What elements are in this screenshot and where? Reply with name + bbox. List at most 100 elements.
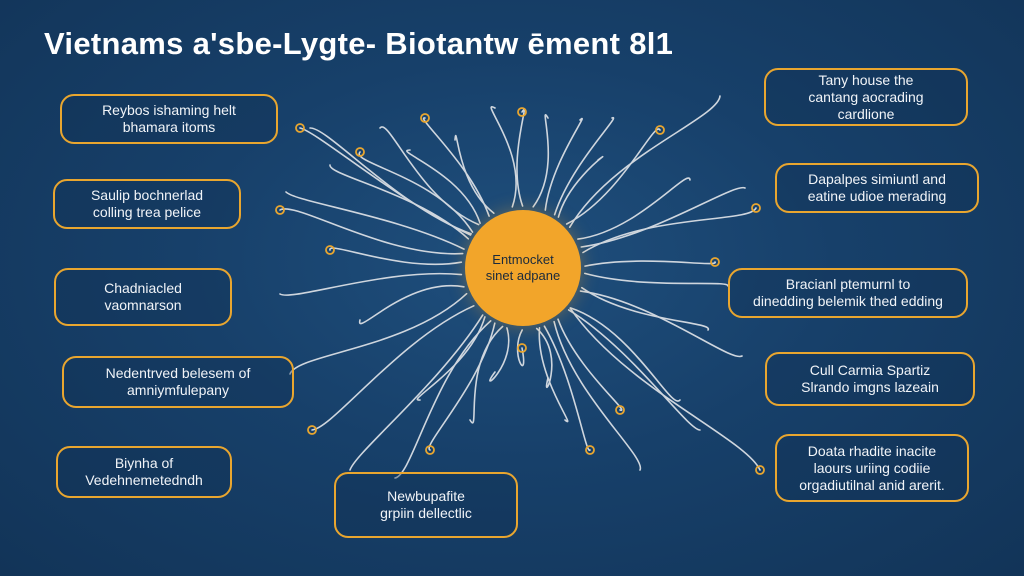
connector-wire — [553, 117, 615, 216]
wire-endpoint-dot — [275, 205, 285, 215]
node-label-line: bhamara itoms — [122, 119, 216, 135]
connector-wire — [329, 247, 463, 266]
node-label: Tany house the cantang aocrading cardlio… — [808, 72, 923, 123]
node-label-line: Doata rhadite inacite — [807, 442, 937, 459]
node-box-left-2: Saulip bochnerlad colling trea pelice — [53, 179, 241, 229]
node-label: Cull Carmia Spartiz Slrando imgns lazeai… — [801, 362, 939, 396]
diagram-title: Vietnams a'sbe-Lygte- Biotantw ēment 8l1 — [44, 26, 674, 61]
node-label: Newbupafite grpiin dellectlic — [380, 488, 472, 522]
hub-label-line: Entmocket — [492, 252, 554, 267]
node-label-line: vaomnarson — [104, 297, 182, 313]
connector-wire — [535, 327, 553, 388]
connector-wire — [568, 95, 721, 228]
node-label: Reybos ishaming helt bhamara itoms — [102, 102, 236, 136]
node-label-line: Newbupafite — [387, 488, 465, 504]
wire-endpoint-dot — [615, 405, 625, 415]
node-label-line: Biynha of — [114, 455, 174, 471]
connector-wire — [557, 318, 623, 411]
node-label: Saulip bochnerlad colling trea pelice — [91, 187, 203, 221]
connector-wire — [428, 322, 496, 451]
connector-wire — [299, 127, 472, 236]
connector-wire — [394, 320, 492, 479]
node-label-line: Dapalpes simiuntl and — [808, 171, 946, 187]
wire-endpoint-dot — [755, 465, 765, 475]
connector-wire — [557, 155, 604, 218]
central-hub: Entmocket sinet adpane — [465, 210, 581, 326]
node-box-right-4: Cull Carmia Spartiz Slrando imgns lazeai… — [765, 352, 975, 406]
connector-wire — [516, 108, 526, 207]
connector-wire — [584, 272, 729, 287]
node-label: Chadniacled vaomnarson — [104, 280, 182, 314]
node-label: Dapalpes simiuntl and eatine udioe merad… — [808, 171, 947, 205]
node-label-line: dinedding belemik thed edding — [753, 293, 943, 309]
wire-endpoint-dot — [420, 113, 430, 123]
node-label-line: Slrando imgns lazeain — [801, 379, 939, 395]
connector-wire — [543, 325, 591, 451]
connector-wire — [567, 309, 701, 431]
wire-endpoint-dot — [355, 147, 365, 157]
connector-wire — [422, 117, 490, 217]
node-label-line: Bracianl ptemurnl to — [785, 276, 911, 292]
node-label: Biynha of Vedehnemetedndh — [85, 455, 203, 489]
node-box-left-4: Nedentrved belesem of amniymfulepany — [62, 356, 294, 408]
wire-endpoint-dot — [655, 125, 665, 135]
connector-wire — [379, 126, 480, 226]
wire-endpoint-dot — [325, 245, 335, 255]
node-box-right-2: Dapalpes simiuntl and eatine udioe merad… — [775, 163, 979, 213]
node-label-line: Cull Carmia Spartiz — [809, 362, 931, 378]
wire-endpoint-dot — [751, 203, 761, 213]
node-label-line: Tany house the — [818, 71, 914, 88]
connector-wire — [553, 320, 642, 471]
connector-wire — [582, 207, 757, 254]
node-label-line: Nedentrved belesem of — [105, 365, 251, 381]
node-label-line: orgadiutilnal anid arerit. — [799, 476, 945, 493]
connector-wire — [490, 105, 517, 208]
node-label-line: Saulip bochnerlad — [90, 187, 204, 203]
node-label-line: colling trea pelice — [92, 204, 202, 220]
node-label-line: amniymfulepany — [127, 382, 229, 398]
node-label: Nedentrved belesem of amniymfulepany — [106, 365, 251, 399]
connector-wire — [279, 272, 463, 296]
connector-wire — [358, 151, 474, 233]
connector-wire — [580, 186, 746, 248]
wire-endpoint-dot — [710, 257, 720, 267]
connector-wire — [469, 325, 504, 424]
node-box-right-1: Tany house the cantang aocrading cardlio… — [764, 68, 968, 126]
node-label-line: Vedehnemetedndh — [85, 472, 203, 488]
node-label-line: eatine udioe merading — [807, 188, 947, 204]
hub-label-line: sinet adpane — [485, 268, 561, 283]
wire-endpoint-dot — [517, 107, 527, 117]
connector-wire — [309, 127, 472, 235]
connector-wire — [516, 329, 525, 367]
node-box-left-3: Chadniacled vaomnarson — [54, 268, 232, 326]
connector-wire — [584, 260, 716, 267]
connector-wire — [577, 177, 691, 240]
hub-label: Entmocket sinet adpane — [473, 252, 573, 284]
connector-wire — [581, 286, 709, 331]
connector-wire — [406, 149, 481, 224]
connector-wire — [544, 117, 583, 211]
connector-wire — [358, 284, 465, 325]
node-box-right-3: Bracianl ptemurnl to dinedding belemik t… — [728, 268, 968, 318]
node-label-line: laours uriing codiie — [813, 459, 931, 476]
connector-wire — [569, 307, 761, 471]
connector-wire — [532, 114, 550, 208]
node-box-bottom-1: Newbupafite grpiin dellectlic — [334, 472, 518, 538]
connector-wire — [416, 316, 486, 401]
connector-wire — [454, 134, 495, 214]
node-label-line: Reybos ishaming helt — [102, 102, 236, 118]
connector-wire — [349, 314, 484, 471]
connector-wire — [569, 307, 681, 402]
node-box-left-5: Biynha of Vedehnemetedndh — [56, 446, 232, 498]
wire-endpoint-dot — [307, 425, 317, 435]
connector-wire — [489, 327, 510, 382]
connector-wire — [279, 208, 464, 255]
node-label: Bracianl ptemurnl to dinedding belemik t… — [753, 276, 943, 310]
wire-endpoint-dot — [425, 445, 435, 455]
connector-wire — [285, 191, 465, 250]
node-label-line: Chadniacled — [104, 280, 182, 296]
wire-endpoint-dot — [295, 123, 305, 133]
node-label-line: grpiin dellectlic — [380, 505, 472, 521]
